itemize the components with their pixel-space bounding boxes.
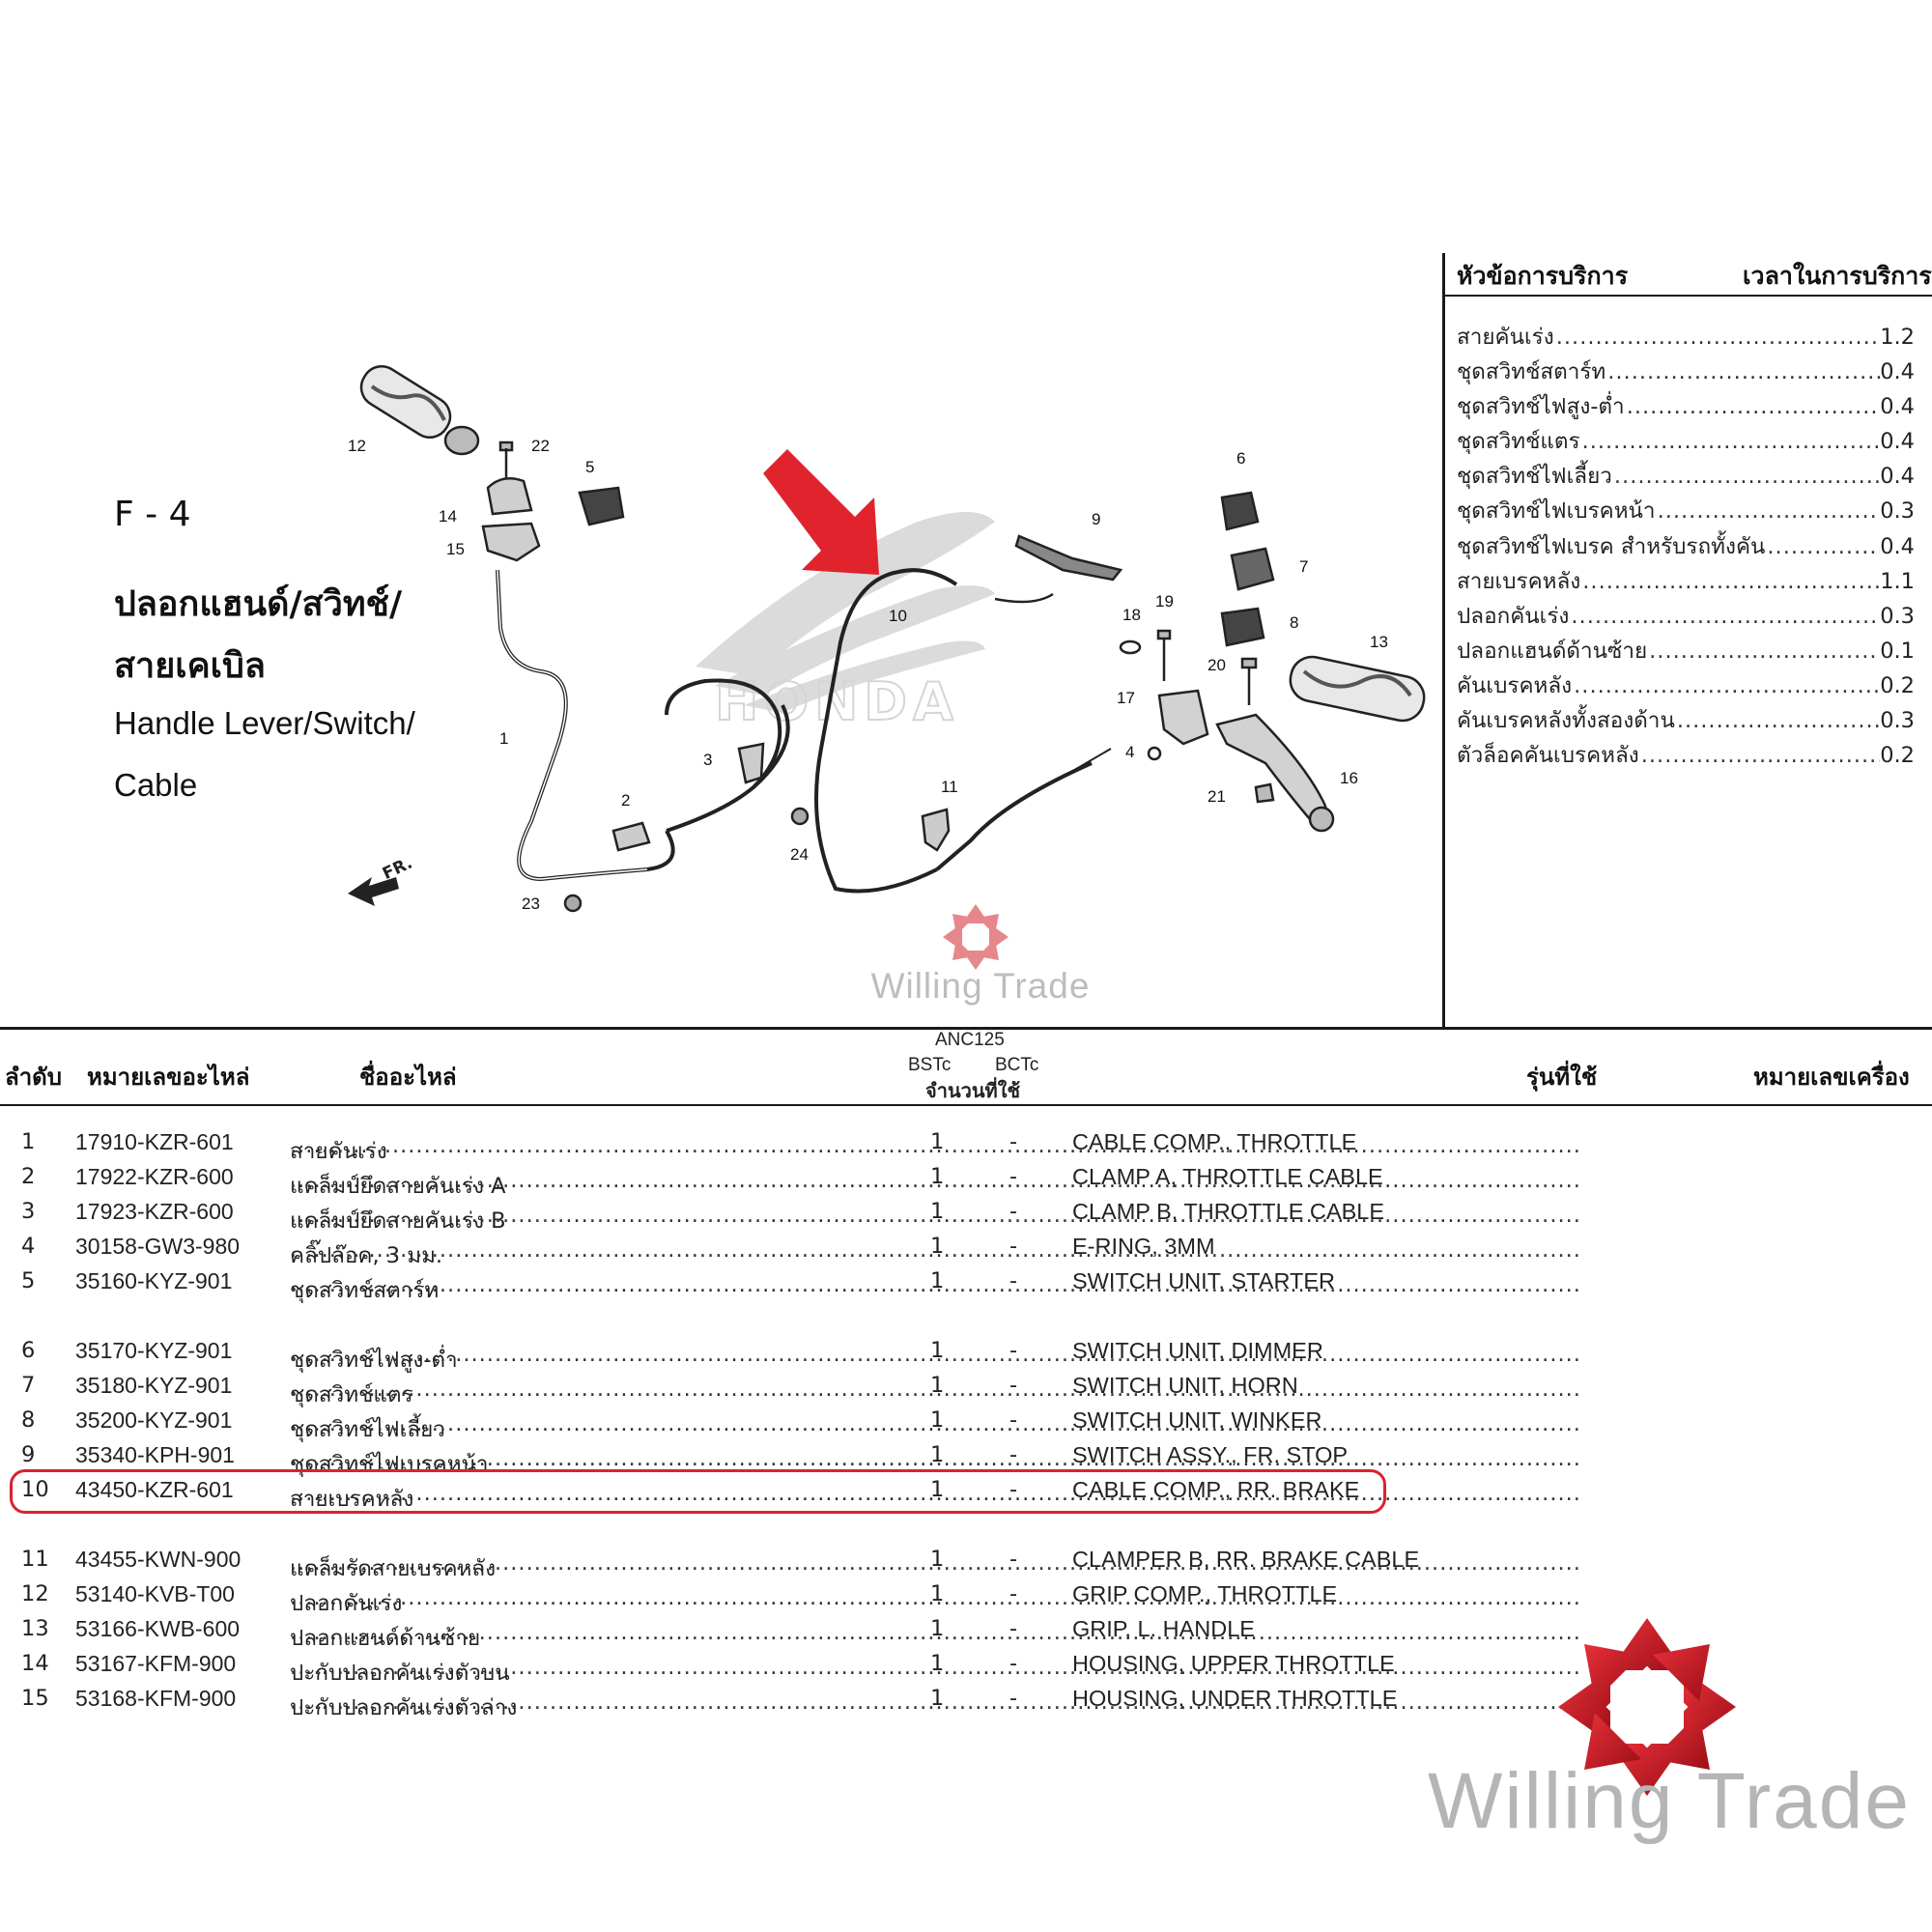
watermark-text: Willing Trade xyxy=(1428,1757,1911,1845)
willing-trade-logo xyxy=(1558,1618,1736,1796)
table-header-engine-no: หมายเลขเครื่อง xyxy=(1753,1064,1910,1091)
service-header-time: เวลาในการบริการ xyxy=(1743,262,1932,290)
table-header-rule xyxy=(0,1104,1932,1106)
front-stop-switch-part xyxy=(994,534,1123,604)
exploded-parts-diagram: HONDA xyxy=(299,348,1430,1024)
honda-wing-watermark: HONDA xyxy=(696,512,995,733)
watermark-text-small: Willing Trade xyxy=(870,966,1091,1006)
front-direction-arrow: FR. xyxy=(348,854,415,906)
table-header-qty: จำนวนที่ใช้ xyxy=(925,1079,1021,1102)
service-item: สายคันเร่ง1.2 xyxy=(1457,319,1915,354)
left-grip-part xyxy=(1289,655,1426,723)
callout-2: 2 xyxy=(621,791,630,810)
service-item: ชุดสวิทช์สตาร์ท0.4 xyxy=(1457,354,1915,388)
section-code: F - 4 xyxy=(114,495,191,534)
table-header-model: ANC125 xyxy=(935,1030,1005,1050)
callout-6: 6 xyxy=(1236,449,1245,468)
table-header-models-used: รุ่นที่ใช้ xyxy=(1526,1064,1598,1091)
small-fastener-part xyxy=(1119,629,1275,804)
bolt-part xyxy=(563,807,810,913)
callout-5: 5 xyxy=(585,458,594,476)
callout-20: 20 xyxy=(1208,656,1226,674)
throttle-clamp-part xyxy=(611,742,765,852)
highlighted-row-outline xyxy=(10,1469,1386,1514)
willing-trade-logo-small xyxy=(943,904,1009,970)
callout-14: 14 xyxy=(439,507,457,526)
callout-8: 8 xyxy=(1290,613,1298,632)
callout-11: 11 xyxy=(941,778,958,796)
service-panel-divider xyxy=(1442,253,1445,1028)
callout-21: 21 xyxy=(1208,787,1226,806)
callout-16: 16 xyxy=(1340,769,1358,787)
service-item: คันเบรคหลังทั้งสองด้าน0.3 xyxy=(1457,702,1915,737)
handlebar-switch-part xyxy=(1220,491,1275,647)
callout-22: 22 xyxy=(531,437,550,455)
service-item: คันเบรคหลัง0.2 xyxy=(1457,668,1915,702)
table-header-part-name: ชื่ออะไหล่ xyxy=(359,1064,457,1091)
callout-7: 7 xyxy=(1299,557,1308,576)
throttle-grip-part xyxy=(359,365,480,456)
service-item: ชุดสวิทช์ไฟเลี้ยว0.4 xyxy=(1457,458,1915,493)
section-title-thai-line2: สายเคเบิล xyxy=(114,646,266,686)
service-item: ตัวล็อคคันเบรคหลัง0.2 xyxy=(1457,737,1915,772)
rear-brake-cable-part xyxy=(814,568,1112,894)
service-item: ชุดสวิทช์ไฟเบรคหน้า0.3 xyxy=(1457,493,1915,527)
brake-cable-clamper-part xyxy=(921,808,951,852)
service-item: ปลอกคันเร่ง0.3 xyxy=(1457,598,1915,633)
section-title-english: Handle Lever/Switch/ xyxy=(114,705,415,741)
service-item: สายเบรคหลัง1.1 xyxy=(1457,563,1915,598)
honda-brand-watermark: HONDA xyxy=(715,671,959,732)
callout-1: 1 xyxy=(499,729,508,748)
table-top-rule xyxy=(0,1027,1932,1030)
callout-17: 17 xyxy=(1117,689,1135,707)
section-title-english-line2: Cable xyxy=(114,767,198,803)
svg-text:FR.: FR. xyxy=(380,854,415,884)
screw-part xyxy=(498,440,514,478)
callout-labels: 1 2 3 4 5 6 7 8 9 10 11 12 13 14 15 16 1… xyxy=(348,437,1388,913)
service-item: ชุดสวิทช์ไฟเบรค สำหรับรถทั้งคัน0.4 xyxy=(1457,528,1915,563)
service-header-topic: หัวข้อการบริการ xyxy=(1457,262,1629,290)
starter-switch-part xyxy=(578,486,625,526)
callout-24: 24 xyxy=(790,845,809,864)
brake-lever-part xyxy=(1157,689,1335,833)
service-panel-header-rule xyxy=(1445,295,1932,297)
service-item: ปลอกแฮนด์ด้านซ้าย0.1 xyxy=(1457,633,1915,668)
table-header-variant-2: BCTc xyxy=(995,1055,1039,1075)
red-pointer-arrow xyxy=(763,449,879,575)
service-item: ชุดสวิทช์แตร0.4 xyxy=(1457,423,1915,458)
callout-23: 23 xyxy=(522,895,540,913)
table-header-part-no: หมายเลขอะไหล่ xyxy=(87,1064,250,1091)
callout-13: 13 xyxy=(1370,633,1388,651)
table-header-no: ลำดับ xyxy=(5,1064,63,1091)
callout-3: 3 xyxy=(703,751,712,769)
section-title-thai: ปลอกแฮนด์/สวิทช์/ xyxy=(114,584,403,624)
callout-10: 10 xyxy=(889,607,907,625)
callout-9: 9 xyxy=(1092,510,1100,528)
service-time-list: สายคันเร่ง1.2 ชุดสวิทช์สตาร์ท0.4 ชุดสวิท… xyxy=(1457,319,1915,772)
callout-4: 4 xyxy=(1125,743,1134,761)
throttle-cable-part xyxy=(496,569,790,882)
table-header-variant-1: BSTc xyxy=(908,1055,952,1075)
callout-19: 19 xyxy=(1155,592,1174,611)
service-item: ชุดสวิทช์ไฟสูง-ต่ำ0.4 xyxy=(1457,388,1915,423)
throttle-housing-part xyxy=(481,476,541,562)
callout-18: 18 xyxy=(1122,606,1141,624)
callout-12: 12 xyxy=(348,437,366,455)
callout-15: 15 xyxy=(446,540,465,558)
